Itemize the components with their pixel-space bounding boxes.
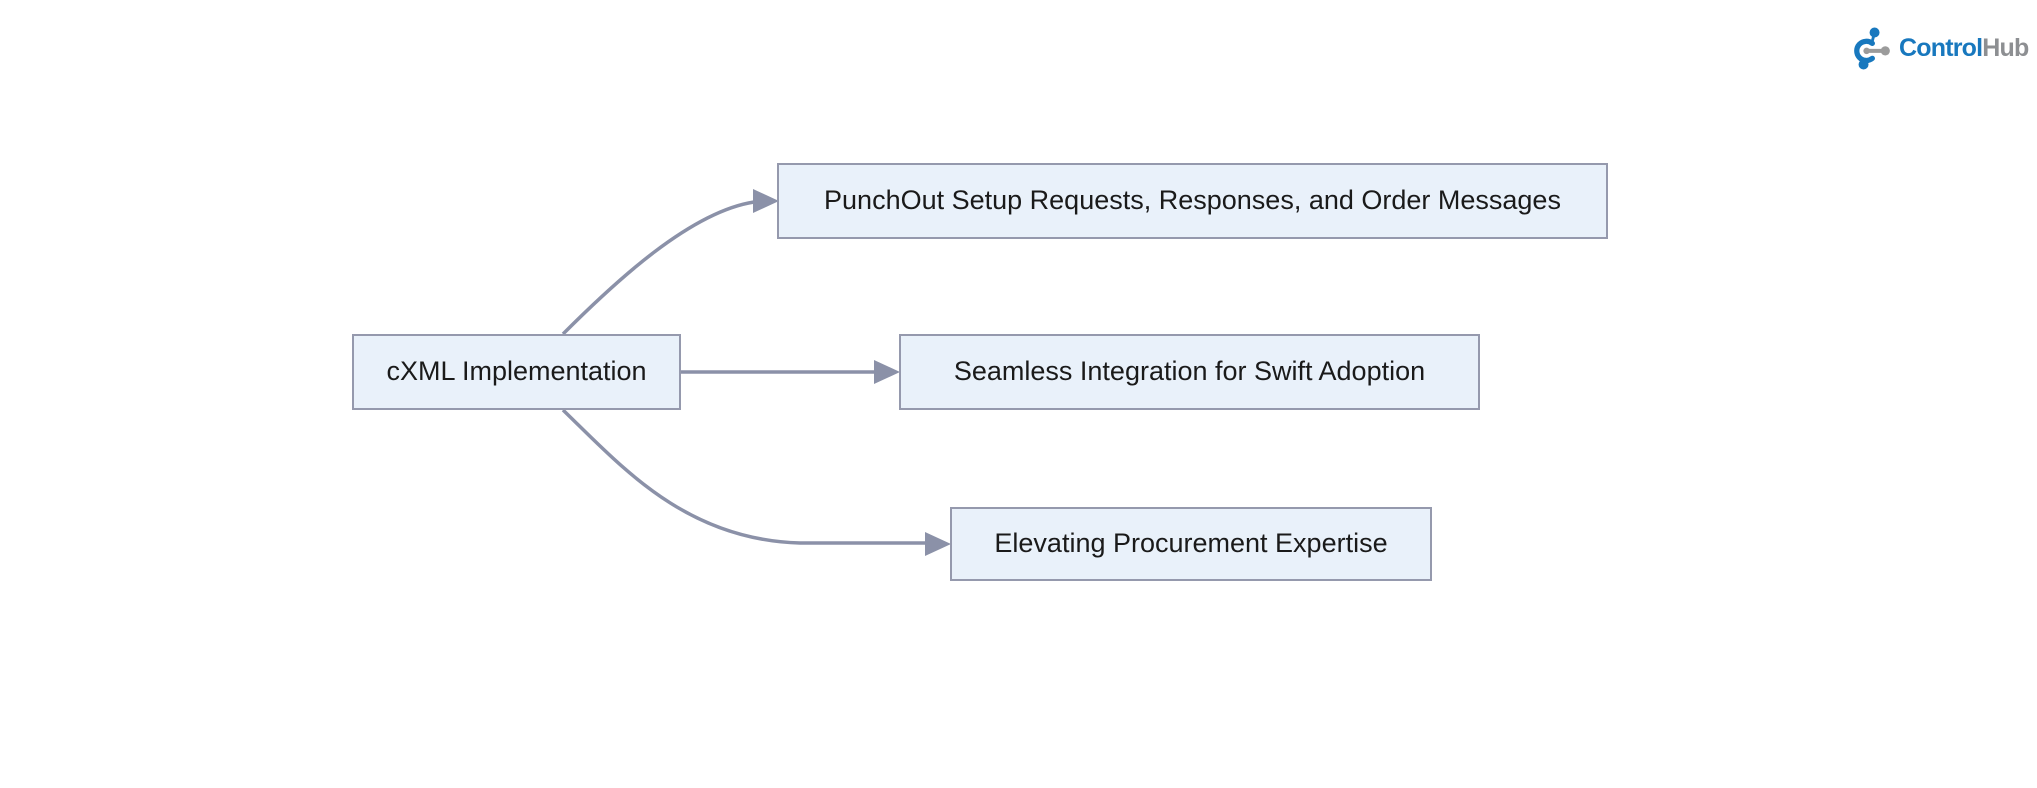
node-procurement-expertise: Elevating Procurement Expertise bbox=[950, 507, 1432, 581]
node-punchout-setup: PunchOut Setup Requests, Responses, and … bbox=[777, 163, 1608, 239]
arrowhead-punchout bbox=[753, 189, 779, 213]
edge-root-to-punchout bbox=[561, 200, 755, 336]
arrowhead-integration bbox=[874, 360, 900, 384]
logo-text-control: Control bbox=[1899, 33, 1983, 62]
logo-wordmark: ControlHub bbox=[1899, 33, 2029, 63]
controlhub-logo: ControlHub bbox=[1846, 24, 2029, 72]
node-cxml-implementation: cXML Implementation bbox=[352, 334, 681, 410]
logo-text-hub: Hub bbox=[1982, 33, 2029, 62]
node-seamless-integration: Seamless Integration for Swift Adoption bbox=[899, 334, 1480, 410]
network-hub-icon bbox=[1854, 27, 1890, 70]
arrowhead-expertise bbox=[925, 532, 951, 556]
edge-root-to-expertise bbox=[561, 408, 926, 545]
